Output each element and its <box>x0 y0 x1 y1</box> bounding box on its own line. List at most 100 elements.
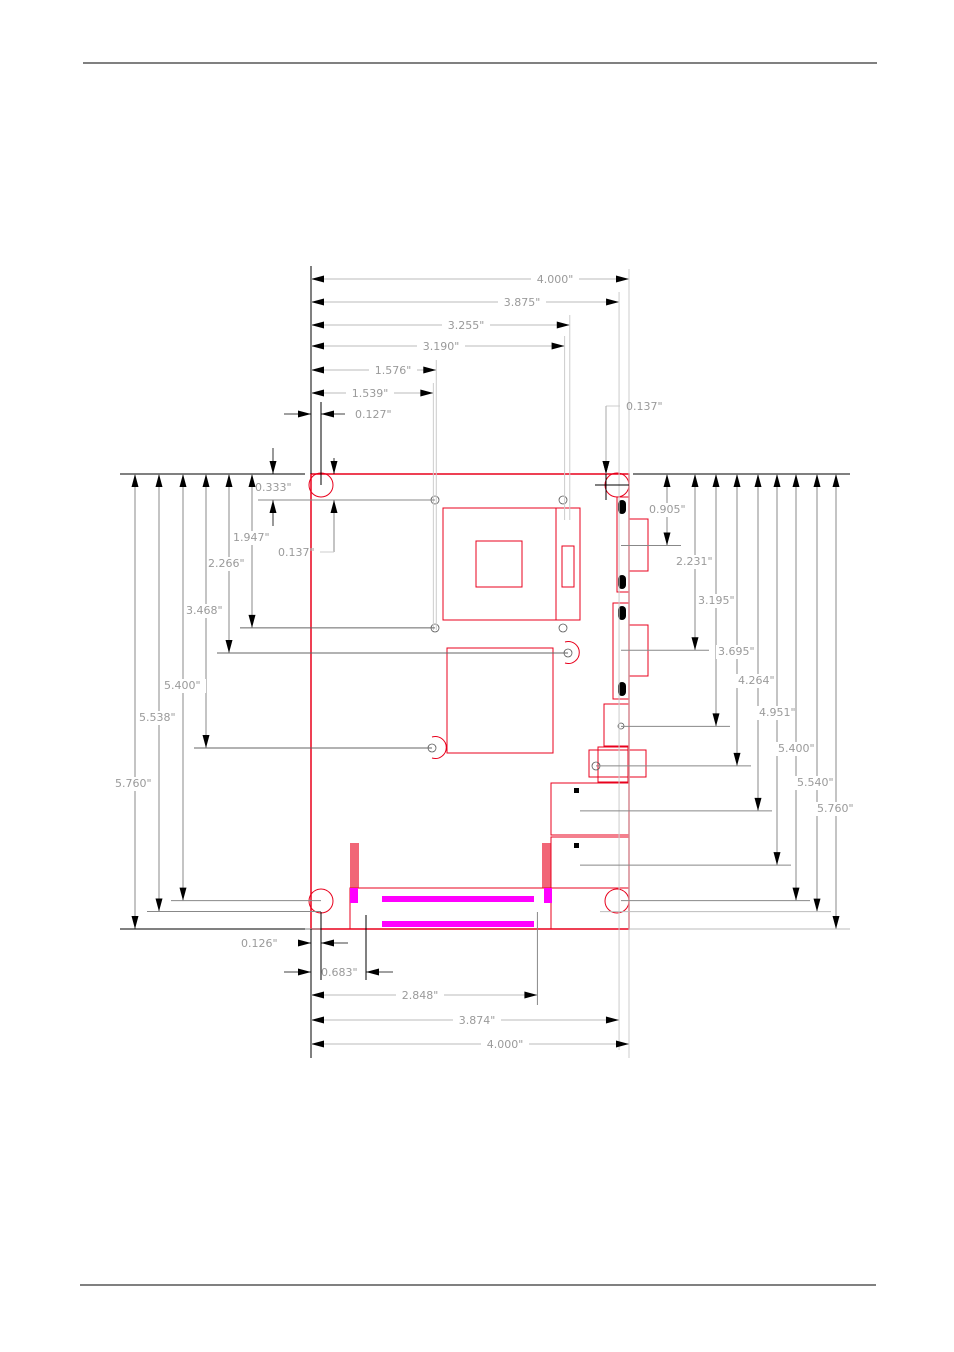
arrowhead <box>321 939 334 947</box>
arrowhead <box>832 916 840 930</box>
dimension-label: 2.266" <box>208 557 245 570</box>
arrowhead <box>311 1040 324 1048</box>
arrowhead <box>179 887 187 901</box>
label-gap <box>795 776 839 790</box>
label-gap <box>531 272 579 286</box>
dimension-label: 2.231" <box>676 555 713 568</box>
arrowhead <box>311 321 324 329</box>
dimension-label: 3.195" <box>698 594 735 607</box>
label-gap <box>184 604 228 618</box>
lan-usb-2 <box>550 836 630 889</box>
arrowhead <box>321 410 334 418</box>
label-gap <box>498 295 546 309</box>
arrowhead <box>691 474 699 487</box>
arrowhead <box>832 474 840 487</box>
arrowhead <box>269 500 277 513</box>
label-gap <box>453 1013 501 1027</box>
arrowhead <box>155 898 163 912</box>
connector-tabs <box>574 500 626 848</box>
label-gap <box>696 594 740 608</box>
dimension-label: 5.760" <box>817 802 854 815</box>
lan-usb-1 <box>550 782 630 836</box>
arrowhead <box>616 275 629 283</box>
arrowhead <box>616 1040 629 1048</box>
cpu-die <box>475 540 523 588</box>
cpu-socket <box>442 507 581 621</box>
arrowhead <box>773 474 781 487</box>
dimension-label: 1.576" <box>375 364 412 377</box>
arrowhead <box>551 342 565 350</box>
dimension-label: 5.400" <box>164 679 201 692</box>
arrowhead <box>311 991 324 999</box>
dimension-label: 1.947" <box>233 531 270 544</box>
dimension-label: 0.905" <box>649 503 686 516</box>
label-gap <box>137 711 181 725</box>
arrowhead <box>298 968 311 976</box>
label-gap <box>369 363 417 377</box>
label-gap <box>346 386 394 400</box>
arrowhead <box>663 532 671 546</box>
arrowhead <box>248 474 256 487</box>
dimension-label: 4.264" <box>738 674 775 687</box>
arrowhead <box>754 474 762 487</box>
arrowhead <box>366 968 379 976</box>
label-gap <box>776 742 820 756</box>
dimension-label: 3.190" <box>423 340 460 353</box>
hatched-latches <box>350 843 552 927</box>
arrowhead <box>155 474 163 487</box>
arrowhead <box>712 713 720 727</box>
dimension-label: 3.695" <box>718 645 755 658</box>
label-gap <box>815 802 859 816</box>
arrowhead <box>248 614 256 628</box>
label-gap <box>647 503 691 517</box>
arrowhead <box>330 500 338 513</box>
label-gap <box>736 674 780 688</box>
dimension-label: 2.848" <box>402 989 439 1002</box>
arrowhead <box>663 474 671 487</box>
dimension-label: 4.000" <box>537 273 574 286</box>
dimension-label: 0.683" <box>321 966 358 979</box>
arrowhead <box>202 474 210 487</box>
sodimm-pins-top <box>382 896 534 902</box>
sodimm-pins-bottom <box>382 921 534 927</box>
label-gap <box>396 988 444 1002</box>
dimension-label: 4.000" <box>487 1038 524 1051</box>
arrowhead <box>311 1016 324 1024</box>
arrowhead <box>792 887 800 901</box>
arrowhead <box>813 898 821 912</box>
dimension-label: 1.539" <box>352 387 389 400</box>
dimension-label: 3.255" <box>448 319 485 332</box>
arrowhead <box>733 474 741 487</box>
arrowhead <box>298 410 311 418</box>
audio-connector <box>603 703 630 747</box>
arrowhead <box>754 797 762 811</box>
arrowhead <box>311 366 324 374</box>
arrowhead <box>524 991 538 999</box>
arrowhead <box>311 342 324 350</box>
dimension-label: 0.333" <box>255 481 292 494</box>
arrowhead <box>202 734 210 748</box>
label-gap <box>113 777 157 791</box>
dimension-label: 0.126" <box>241 937 278 950</box>
arrowhead <box>606 298 620 306</box>
arrowhead <box>792 474 800 487</box>
arrowhead <box>269 461 277 474</box>
arrowhead <box>298 939 311 947</box>
dimension-label: 3.874" <box>459 1014 496 1027</box>
arrowhead <box>691 637 699 651</box>
arrowhead <box>423 366 437 374</box>
arrowhead <box>311 389 324 397</box>
label-gap <box>481 1037 529 1051</box>
label-gap <box>231 531 275 545</box>
dimension-label: 0.137" <box>626 400 663 413</box>
arrowhead <box>813 474 821 487</box>
label-gap <box>674 555 718 569</box>
board-outline <box>308 472 649 930</box>
mount-holes <box>427 495 625 771</box>
label-gap <box>757 706 801 720</box>
dimension-label: 3.875" <box>504 296 541 309</box>
dimension-label: 4.951" <box>759 706 796 719</box>
chipset <box>446 647 554 754</box>
sodimm-slot <box>349 887 552 930</box>
